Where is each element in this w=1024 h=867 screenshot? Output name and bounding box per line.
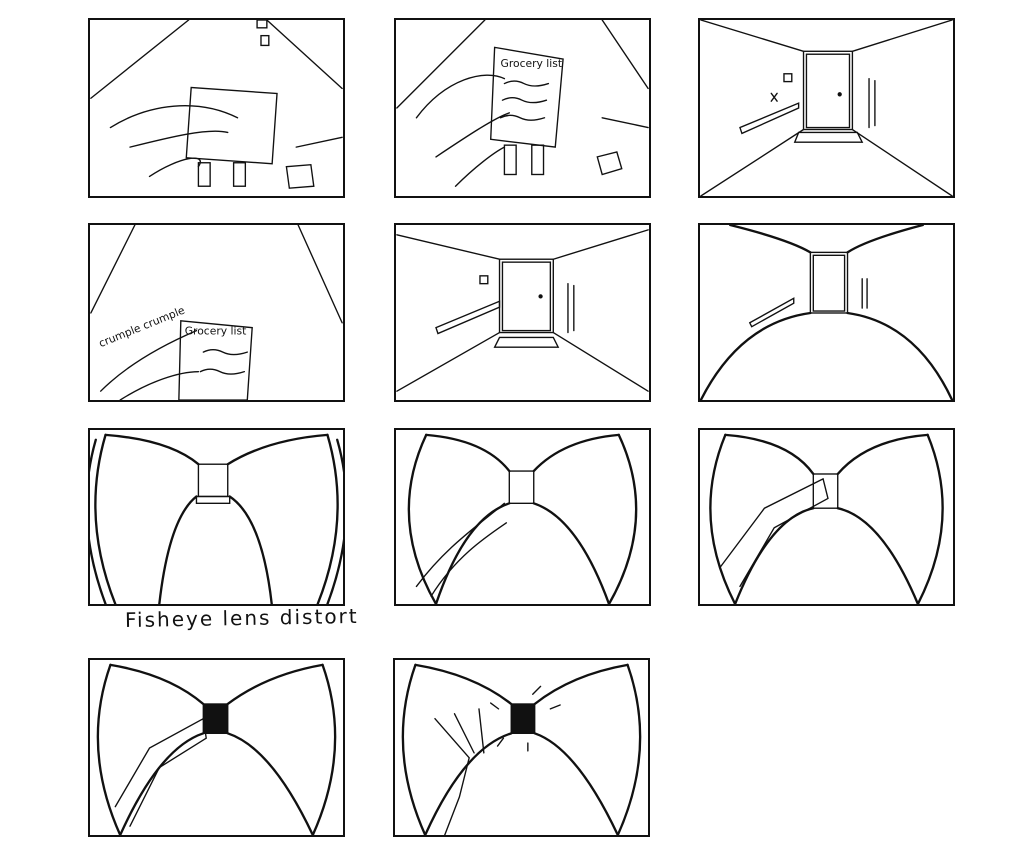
crumple-sound-effect: crumple crumple (97, 304, 187, 350)
sketch-crumple-list: Grocery list crumple crumple (90, 225, 343, 400)
storyboard-panel-11 (393, 658, 650, 837)
storyboard-panel-3 (698, 18, 955, 198)
storyboard-panel-5 (394, 223, 651, 402)
storyboard-panel-9 (698, 428, 955, 606)
fisheye-annotation: Fisheye lens distort (124, 603, 359, 633)
sketch-hand-on-paper (90, 20, 343, 189)
sketch-hallway-curved (700, 225, 953, 400)
grocery-list-label: Grocery list (185, 324, 247, 337)
sketch-hand-opening-door (96, 663, 337, 835)
sketch-hand-grabbing-door (709, 433, 944, 604)
storyboard-panel-7 (88, 428, 345, 606)
sketch-hand-reaching-door (407, 433, 638, 604)
storyboard-panel-6 (698, 223, 955, 402)
sketch-door-burst (401, 663, 642, 835)
sketch-fisheye-hallway (90, 433, 343, 604)
storyboard-panel-10 (88, 658, 345, 837)
storyboard-panel-2: Grocery list (394, 18, 651, 198)
sketch-hallway-door (700, 20, 953, 196)
storyboard-panel-8 (394, 428, 651, 606)
storyboard-panel-4: Grocery list crumple crumple (88, 223, 345, 402)
grocery-list-label: Grocery list (501, 57, 563, 70)
sketch-hallway-door (396, 229, 649, 392)
storyboard-panel-1 (88, 18, 345, 198)
sketch-grocery-list: Grocery list (396, 20, 649, 187)
